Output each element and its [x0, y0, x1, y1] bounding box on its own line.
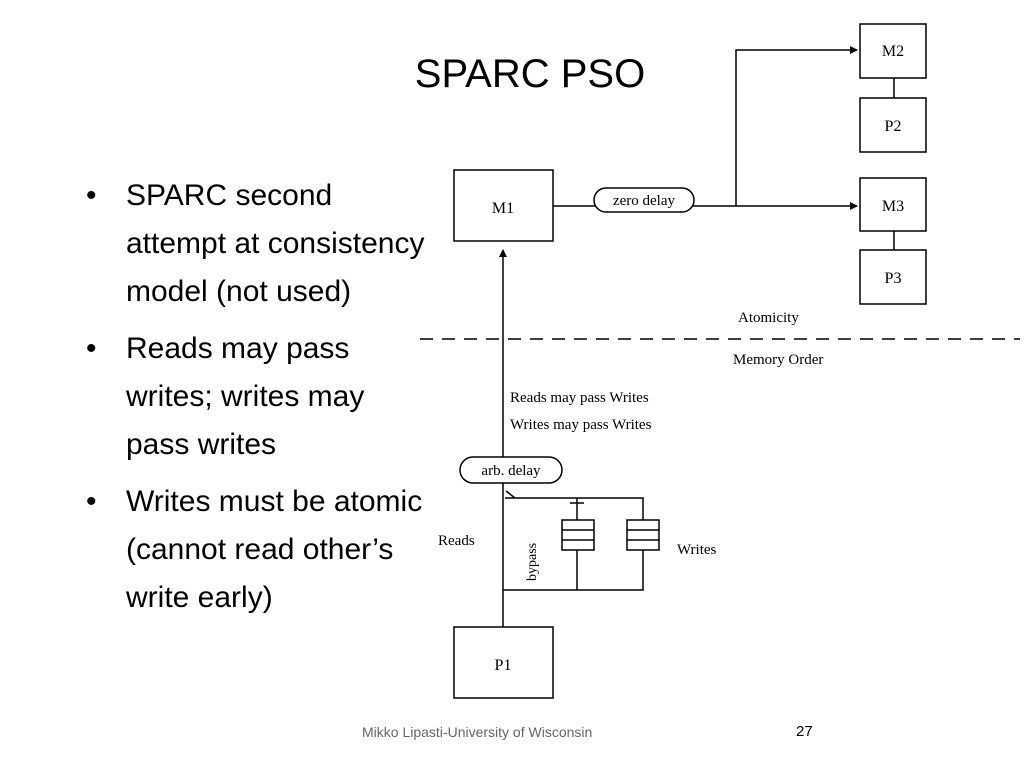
atomicity-label: Atomicity: [738, 310, 799, 326]
reads-pass-writes-label: Reads may pass Writes: [510, 390, 649, 406]
arb-to-bus-arrow: [505, 490, 516, 499]
zero-delay-pill: [593, 187, 695, 213]
bullet-list: • SPARC second attempt at consistency mod…: [84, 172, 429, 631]
m2-box: [859, 23, 927, 79]
bullet-dot-icon: •: [86, 332, 97, 365]
bypass-label: bypass: [525, 543, 540, 581]
slide-title: SPARC PSO: [414, 52, 646, 96]
m1-box: [453, 169, 554, 242]
bullet-item: • Reads may pass writes; writes may pass …: [84, 325, 429, 469]
bullet-text: Writes must be atomic (cannot read other…: [126, 485, 423, 614]
bullet-item: • Writes must be atomic (cannot read othe…: [84, 478, 429, 622]
footer: Mikko Lipasti-University of Wisconsin 27: [0, 722, 1024, 744]
bullet-text: Reads may pass writes; writes may pass w…: [126, 332, 365, 461]
bullet-text: SPARC second attempt at consistency mode…: [126, 179, 425, 308]
bullet-dot-icon: •: [86, 179, 97, 212]
bullet-item: • SPARC second attempt at consistency mod…: [84, 172, 429, 316]
arb-delay-pill: [459, 456, 563, 484]
memory-order-label: Memory Order: [733, 352, 823, 368]
p1-label: P1: [495, 657, 512, 674]
bullet-dot-icon: •: [86, 485, 97, 518]
arb-delay-label: arb. delay: [481, 463, 541, 479]
m1-label: M1: [492, 200, 514, 217]
footer-credit: Mikko Lipasti-University of Wisconsin: [362, 724, 593, 740]
p1-box: [453, 626, 554, 699]
write-buffer-1: [561, 502, 595, 551]
p3-label: P3: [885, 270, 902, 287]
p2-label: P2: [885, 118, 902, 135]
m3-label: M3: [882, 198, 904, 215]
zero-delay-label: zero delay: [613, 193, 676, 209]
m2-label: M2: [882, 43, 904, 60]
page-number: 27: [796, 723, 813, 740]
writes-pass-writes-label: Writes may pass Writes: [510, 417, 652, 433]
p3-box: [859, 249, 927, 305]
writes-label: Writes: [677, 542, 717, 558]
write-bus-bottom: [503, 550, 644, 591]
m3-box: [859, 177, 927, 232]
branch-to-m2-line: [735, 46, 858, 206]
write-bus-top: [505, 497, 644, 520]
reads-label: Reads: [438, 533, 475, 549]
p2-box: [859, 97, 927, 153]
write-buffer-2: [626, 519, 660, 551]
